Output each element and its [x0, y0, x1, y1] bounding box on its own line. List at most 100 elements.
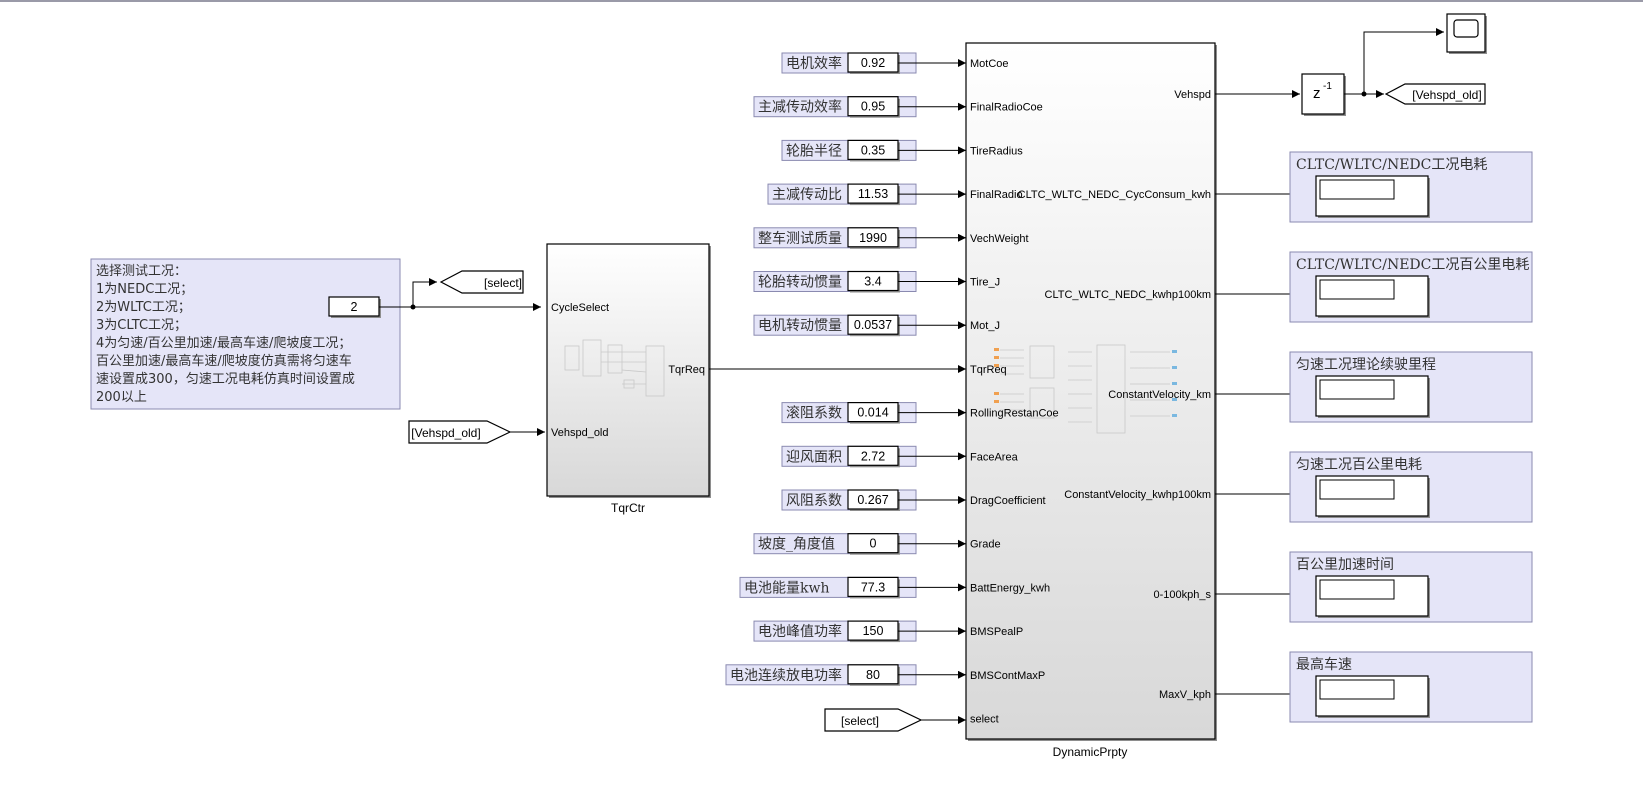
goto-select-tag[interactable]: [select]	[439, 270, 524, 294]
note-line: 百公里加速/最高车速/爬坡度仿真需将匀速车	[96, 353, 352, 369]
display-value-field	[1319, 579, 1395, 600]
display-value-field	[1319, 179, 1395, 200]
display-block[interactable]	[1315, 175, 1430, 218]
port-label: TqrReq	[668, 364, 705, 376]
port-label: VechWeight	[970, 233, 1029, 245]
cycle-select-note[interactable]: 选择测试工况： 1为NEDC工况； 2为WLTC工况； 3为CLTC工况； 4为…	[90, 258, 401, 410]
param-constant[interactable]: 11.53	[847, 183, 900, 206]
signal-line[interactable]	[412, 278, 437, 307]
block-name: DynamicPrpty	[1053, 745, 1128, 759]
port-label: MotCoe	[970, 58, 1009, 70]
delay-label: z	[1313, 85, 1321, 102]
param-row[interactable]: 迎风面积 2.72	[781, 445, 966, 468]
param-constant[interactable]: 0.35	[847, 139, 900, 162]
param-row[interactable]: 滚阻系数 0.014	[781, 402, 966, 424]
display-value-field	[1319, 679, 1395, 700]
port-label: Tire_J	[970, 277, 1000, 289]
param-label: 电机效率	[786, 55, 842, 72]
display-row[interactable]: CLTC/WLTC/NEDC工况百公里电耗	[1215, 251, 1533, 323]
tag-label: [Vehspd_old]	[411, 426, 480, 440]
scope-icon	[1453, 19, 1479, 38]
port-label: ConstantVelocity_km	[1108, 389, 1211, 401]
dynamicprpty-subsystem[interactable]: MotCoeFinalRadioCoeTireRadiusFinalRadioV…	[965, 42, 1217, 741]
param-constant[interactable]: 0.0537	[847, 314, 900, 337]
port-label: Vehspd	[1174, 89, 1211, 101]
display-block[interactable]	[1315, 575, 1430, 618]
display-block[interactable]	[1315, 275, 1430, 318]
constant-value: 3.4	[864, 275, 881, 289]
param-constant[interactable]: 0	[847, 533, 900, 555]
note-line: 200以上	[96, 390, 147, 405]
display-row[interactable]: CLTC/WLTC/NEDC工况电耗	[1215, 151, 1533, 223]
display-row[interactable]: 百公里加速时间	[1215, 551, 1533, 623]
port-label: FaceArea	[970, 451, 1019, 463]
unit-delay-block[interactable]: z -1	[1301, 73, 1346, 116]
constant-value: 0.95	[861, 100, 885, 114]
param-row[interactable]: 轮胎半径 0.35	[781, 139, 966, 162]
constant-value: 0.267	[857, 493, 888, 507]
param-row[interactable]: 风阻系数 0.267	[781, 489, 966, 511]
param-constant[interactable]: 150	[847, 620, 900, 643]
display-block[interactable]	[1315, 375, 1430, 418]
param-constant[interactable]: 1990	[847, 227, 900, 249]
scope-block[interactable]	[1446, 13, 1487, 54]
note-line: 2为WLTC工况；	[96, 300, 191, 315]
param-label: 电池能量kwh	[744, 580, 829, 596]
tqrctr-subsystem[interactable]: CycleSelect Vehspd_old TqrReq	[546, 243, 711, 498]
param-constant[interactable]: 3.4	[847, 270, 900, 293]
cycle-select-constant[interactable]: 2	[328, 296, 381, 318]
goto-vehspd-old-tag[interactable]: [Vehspd_old]	[1384, 83, 1486, 105]
param-row[interactable]: 电池能量kwh 77.3	[739, 576, 966, 599]
constant-value: 11.53	[858, 187, 888, 201]
param-row[interactable]: 坡度_角度值 0	[753, 533, 966, 555]
param-row[interactable]: 主减传动效率 0.95	[753, 96, 966, 118]
param-label: 坡度_角度值	[758, 537, 835, 553]
subsystem-preview-icon	[1000, 344, 1170, 434]
port-label: TireRadius	[970, 145, 1023, 157]
param-constant[interactable]: 77.3	[847, 576, 900, 599]
param-label: 迎风面积	[786, 449, 842, 465]
display-title: 最高车速	[1296, 656, 1352, 673]
port-label: ConstantVelocity_kwhp100km	[1064, 489, 1211, 501]
constant-value: 0.014	[857, 406, 888, 420]
display-title: 百公里加速时间	[1296, 557, 1394, 573]
from-select-tag[interactable]: [select]	[824, 708, 923, 732]
param-label: 风阻系数	[786, 493, 842, 509]
display-value-field	[1319, 479, 1395, 500]
port-label: TqrReq	[970, 364, 1007, 376]
param-label: 滚阻系数	[786, 405, 842, 422]
param-label: 主减传动效率	[758, 99, 842, 116]
from-vehspd-old-tag[interactable]: [Vehspd_old]	[408, 420, 512, 444]
constant-value: 80	[866, 668, 880, 682]
signal-line[interactable]	[1363, 28, 1444, 94]
port-label: RollingRestanCoe	[970, 408, 1059, 420]
constant-value: 0.0537	[854, 318, 892, 332]
tag-label: [select]	[484, 276, 522, 290]
display-row[interactable]: 匀速工况理论续驶里程	[1215, 351, 1533, 423]
param-constant[interactable]: 0.95	[847, 96, 900, 118]
param-constant[interactable]: 0.267	[847, 489, 900, 511]
constant-value: 0.92	[861, 56, 885, 70]
display-row[interactable]: 匀速工况百公里电耗	[1215, 451, 1533, 523]
display-block[interactable]	[1315, 675, 1430, 718]
display-row[interactable]: 最高车速	[1215, 651, 1533, 723]
param-label: 轮胎半径	[786, 143, 842, 159]
display-block[interactable]	[1315, 475, 1430, 518]
param-constant[interactable]: 80	[847, 664, 900, 686]
param-constant[interactable]: 2.72	[847, 445, 900, 468]
tag-label: [Vehspd_old]	[1412, 88, 1481, 102]
port-label: FinalRadioCoe	[970, 102, 1043, 114]
display-value-field	[1319, 379, 1395, 400]
param-row[interactable]: 电机效率 0.92	[781, 52, 966, 74]
constant-value: 2	[351, 300, 358, 314]
param-constant[interactable]: 0.92	[847, 52, 900, 74]
param-constant[interactable]: 0.014	[847, 402, 900, 424]
port-label: CLTC_WLTC_NEDC_kwhp100km	[1045, 289, 1211, 301]
